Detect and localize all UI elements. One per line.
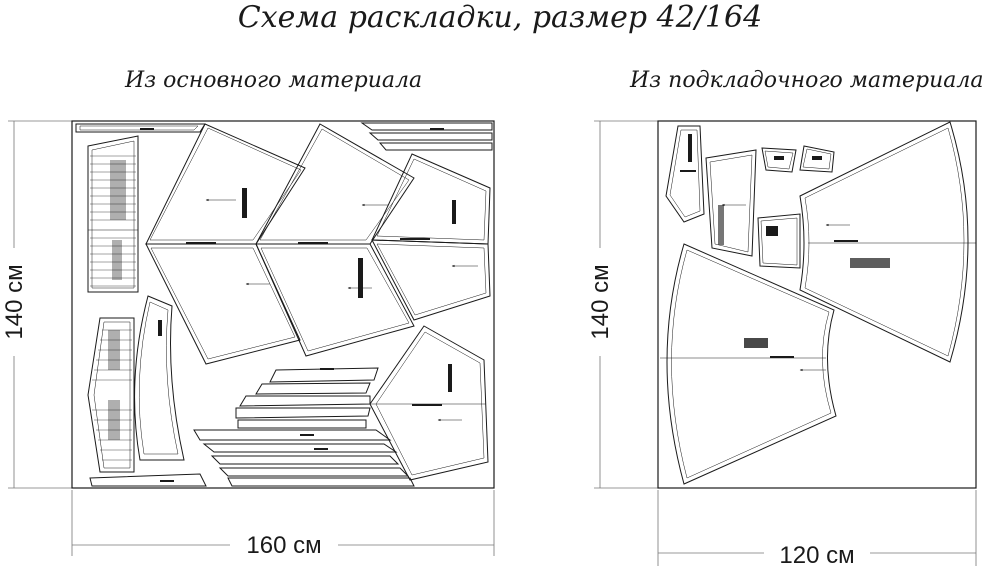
main-material-heading: Из основного материала — [125, 68, 423, 93]
main-panel-5 — [361, 153, 491, 245]
page-title: Схема раскладки, размер 42/164 — [237, 0, 763, 35]
main-panel-6 — [371, 239, 491, 321]
lining-piece-pocket — [757, 213, 801, 269]
main-strip-top-right — [360, 122, 493, 151]
lining-piece-small-1 — [761, 147, 797, 173]
lining-dimension-lines — [594, 120, 977, 566]
main-material-layout: 140 см 160 см — [1, 120, 495, 559]
lining-width-label: 120 см — [779, 542, 854, 566]
main-fabric-border — [71, 120, 495, 489]
main-width-label: 160 см — [246, 532, 321, 559]
main-strip-bottom-left — [89, 473, 207, 487]
main-dimension-lines — [8, 120, 495, 556]
main-panel-4 — [255, 243, 415, 357]
main-piece-marks — [108, 128, 456, 482]
lining-piece-small-2 — [799, 145, 835, 173]
lining-piece-back — [705, 149, 757, 257]
main-panel-7 — [369, 325, 489, 481]
lining-piece-narrow — [665, 125, 705, 223]
main-hatched-piece-lower — [87, 317, 135, 473]
lining-fan-piece-top — [799, 121, 976, 363]
lining-material-layout: 140 см 120 см — [587, 120, 977, 566]
main-strip-top-left — [75, 123, 206, 133]
main-hatching — [90, 155, 136, 461]
main-height-label: 140 см — [1, 264, 28, 339]
main-curved-piece — [134, 295, 185, 461]
lining-piece-marks — [680, 134, 890, 358]
lining-fabric-border — [657, 120, 977, 489]
lining-fan-piece-bottom — [660, 243, 837, 485]
lining-height-label: 140 см — [587, 264, 614, 339]
main-panel-3 — [255, 123, 415, 245]
main-panel-1 — [145, 123, 306, 245]
main-panel-2 — [145, 243, 301, 365]
main-hatched-piece-upper — [87, 135, 139, 293]
main-strip-stack — [193, 367, 415, 487]
lining-material-heading: Из подкладочного материала — [630, 68, 984, 93]
